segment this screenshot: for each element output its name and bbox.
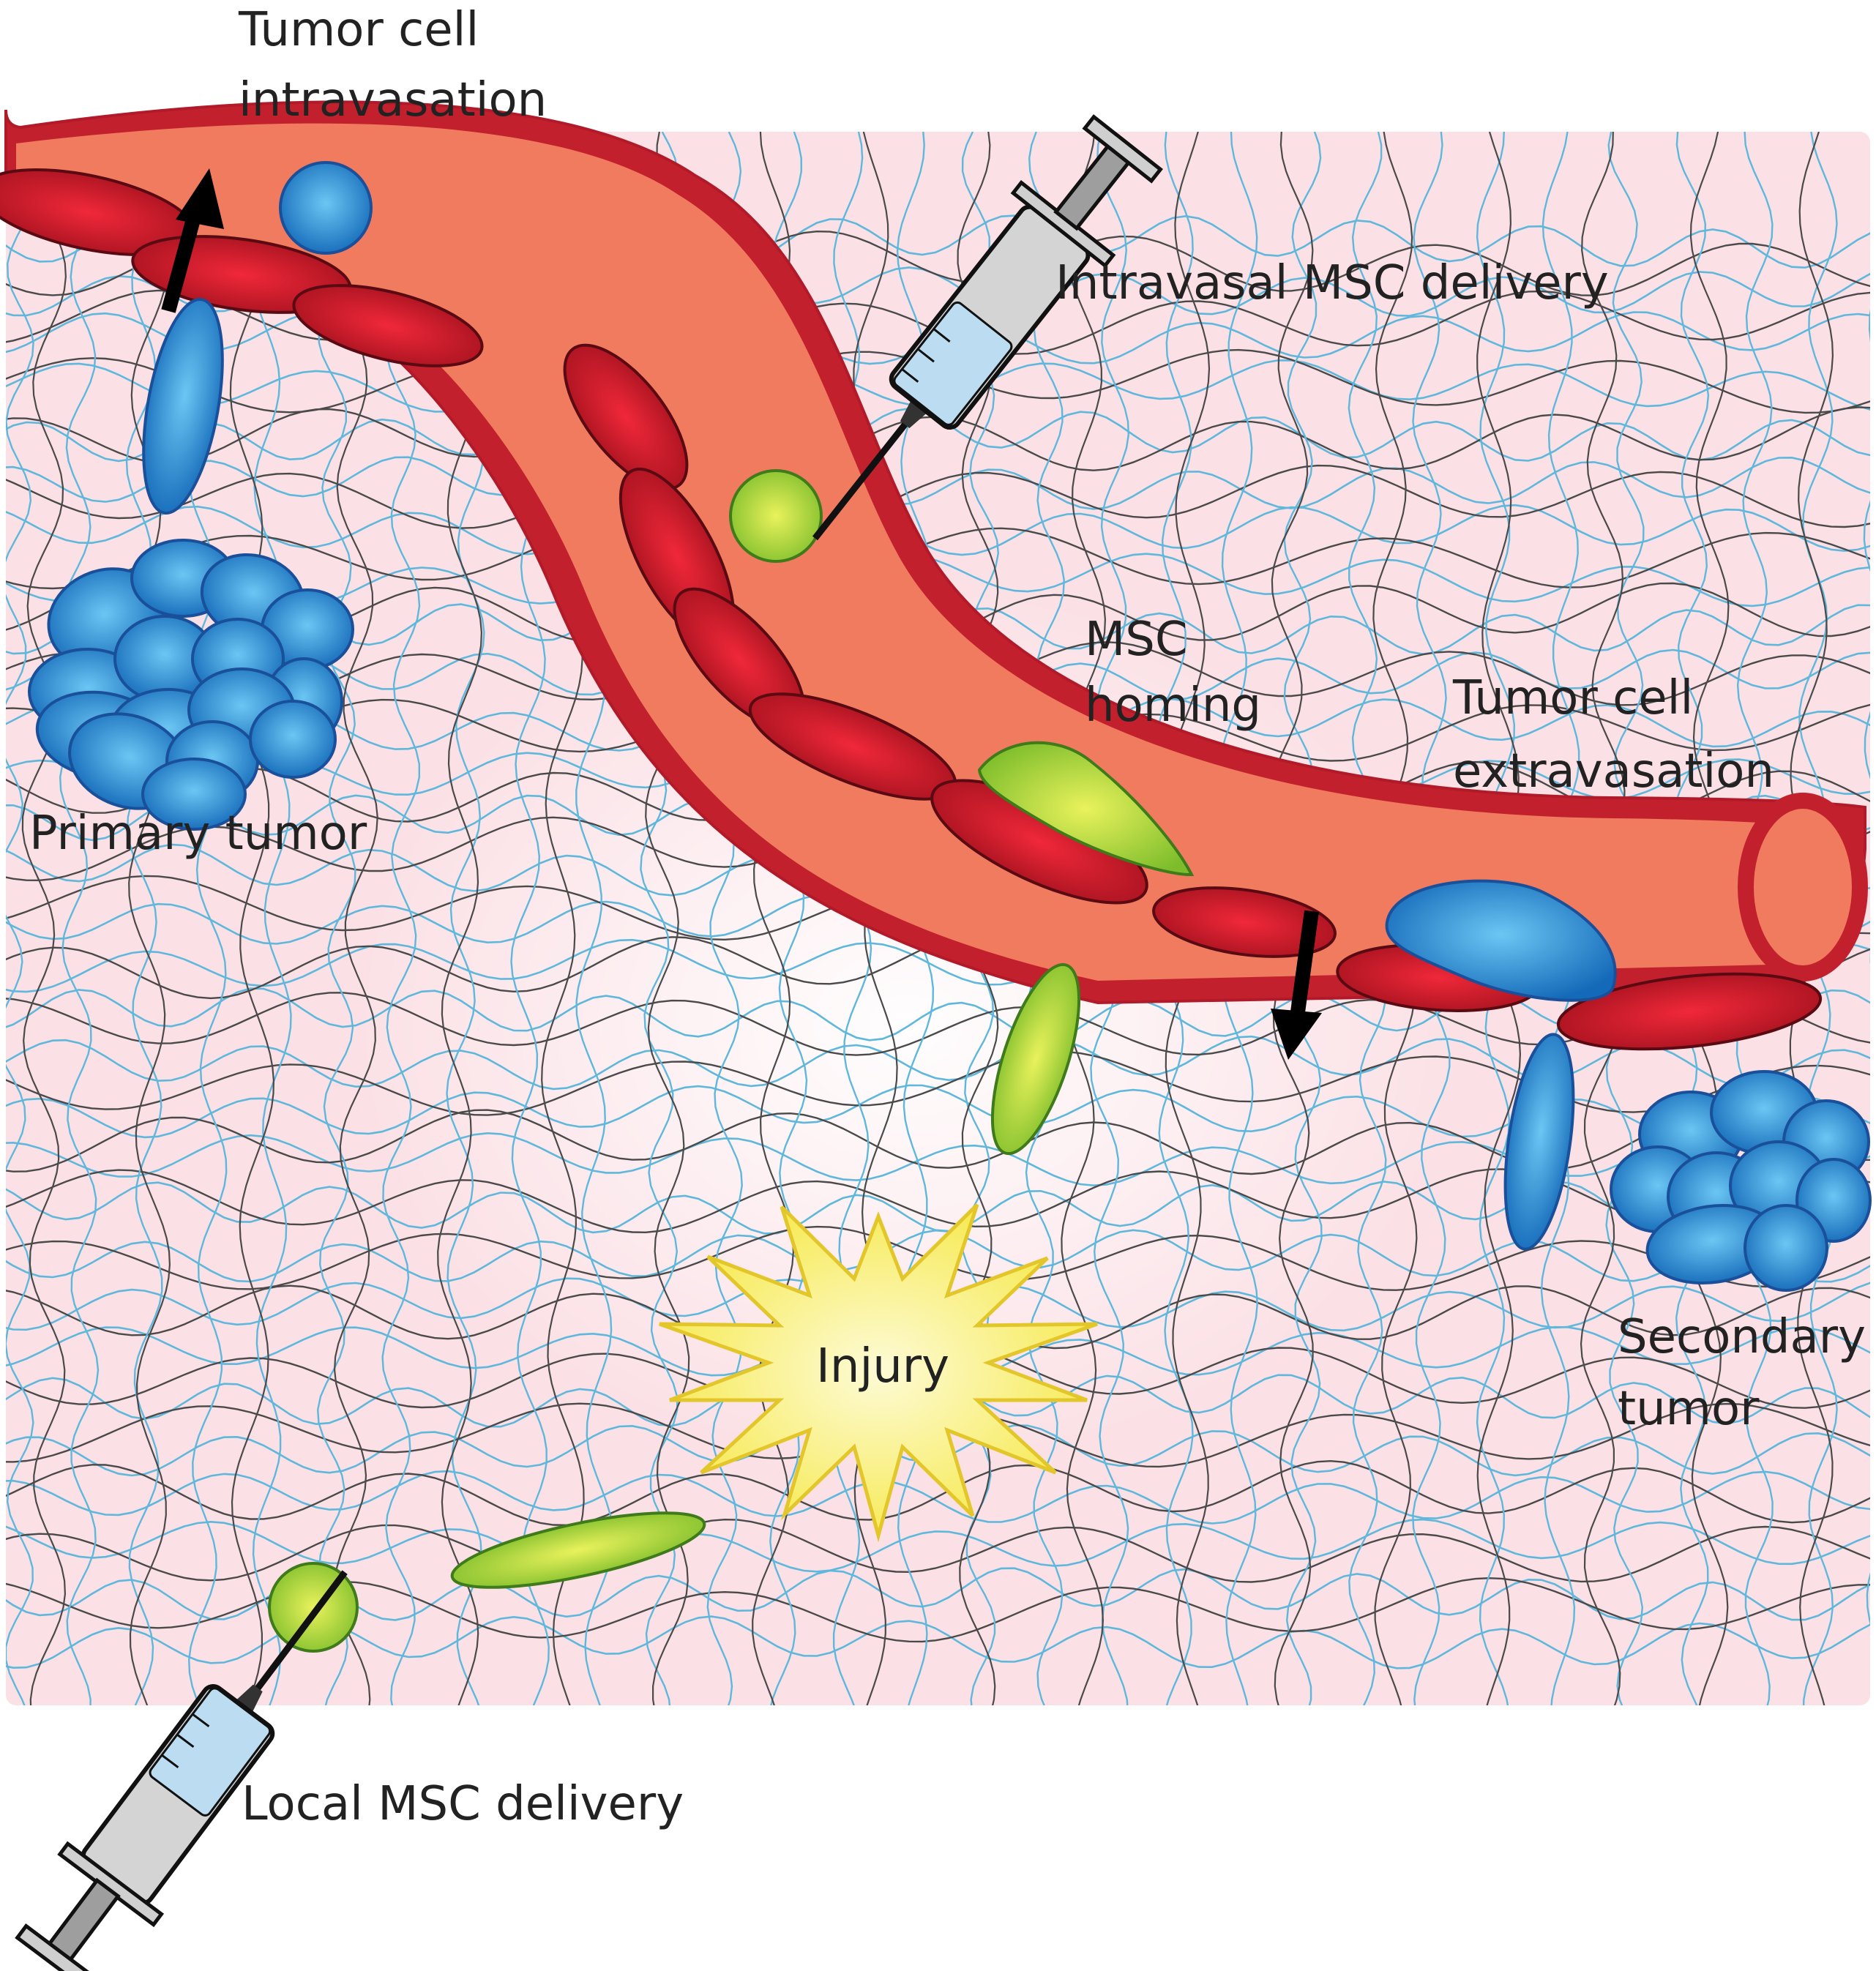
msc-cell-homing <box>977 741 1195 877</box>
msc-cell-in-vessel <box>729 469 823 563</box>
label-tumor-extravasation-line2: extravasation <box>1453 744 1774 799</box>
label-tumor-intravasation-line2: intravasation <box>239 73 547 127</box>
collagen-fiber-dark <box>125 132 171 1705</box>
label-msc-homing: MSC homing <box>1085 613 1261 733</box>
collagen-fiber-dark <box>6 464 1870 529</box>
label-secondary-tumor-line1: Secondary <box>1618 1310 1866 1364</box>
label-tumor-intravasation: Tumor cell intravasation <box>238 3 547 127</box>
collagen-fiber-blue <box>59 132 100 1705</box>
labels: Tumor cell intravasation Intravasal MSC … <box>29 3 1876 1831</box>
endothelial-cell <box>563 343 689 491</box>
tumor-cell-migrating <box>142 298 224 515</box>
endothelial-cell <box>1556 972 1823 1051</box>
collagen-fiber-dark <box>6 524 1870 590</box>
injury-starburst <box>659 1203 1098 1543</box>
label-intravasal-delivery: Intravasal MSC delivery <box>1055 256 1609 310</box>
intravasation-arrow-head <box>176 168 224 229</box>
collagen-fiber-dark <box>21 132 67 1705</box>
msc-cells <box>268 469 1195 1653</box>
collagen-fiber-blue <box>6 1518 1870 1573</box>
collagen-fiber-blue <box>6 132 34 1705</box>
intravasal-syringe-icon <box>812 114 1163 541</box>
collagen-fiber-blue <box>6 456 1870 510</box>
collagen-fiber-dark <box>333 132 378 1705</box>
tumor-cell <box>1744 1204 1828 1292</box>
msc-cell-migrating <box>990 962 1081 1156</box>
label-primary-tumor: Primary tumor <box>29 807 367 861</box>
label-tumor-extravasation-line1: Tumor cell <box>1452 671 1693 725</box>
direction-arrows <box>161 168 1322 1060</box>
local-syringe-icon <box>15 1570 348 1971</box>
endothelial-cell <box>292 284 484 367</box>
endothelial-cell <box>1152 886 1337 958</box>
tumor-cell-invading <box>1503 1033 1575 1251</box>
extravasation-arrow-shaft <box>1290 910 1319 1019</box>
collagen-fiber-blue <box>381 132 421 1705</box>
msc-cell-elongated <box>450 1511 706 1589</box>
collagen-fiber-dark <box>6 1459 1870 1527</box>
tumor-cells <box>142 161 1617 1251</box>
label-injury: Injury <box>816 1339 949 1394</box>
tumor-cell <box>249 700 337 779</box>
collagen-fiber-dark <box>229 132 275 1705</box>
collagen-fiber-dark <box>6 1518 1870 1583</box>
label-msc-homing-line1: MSC <box>1085 613 1188 667</box>
collagen-fiber-blue <box>6 1229 1870 1283</box>
label-secondary-tumor: Secondary tumor <box>1618 1310 1876 1436</box>
tumor-cell-in-vessel <box>279 161 373 255</box>
secondary-tumor-cluster <box>1610 1070 1872 1292</box>
label-tumor-extravasation: Tumor cell extravasation <box>1452 671 1774 799</box>
vessel-opening <box>1738 793 1868 981</box>
label-secondary-tumor-line2: tumor <box>1618 1382 1760 1436</box>
collagen-fiber-blue <box>252 132 292 1705</box>
label-tumor-intravasation-line1: Tumor cell <box>238 3 479 57</box>
extravasation-arrow-head <box>1271 1009 1322 1060</box>
tumor-cell-extravasating <box>1385 879 1617 1002</box>
label-local-delivery: Local MSC delivery <box>242 1777 684 1831</box>
label-msc-homing-line2: homing <box>1085 678 1261 733</box>
collagen-fiber-blue <box>316 132 356 1705</box>
collagen-fiber-blue <box>6 504 1870 558</box>
primary-tumor-cluster <box>28 539 354 831</box>
tumor-cell <box>141 758 247 831</box>
